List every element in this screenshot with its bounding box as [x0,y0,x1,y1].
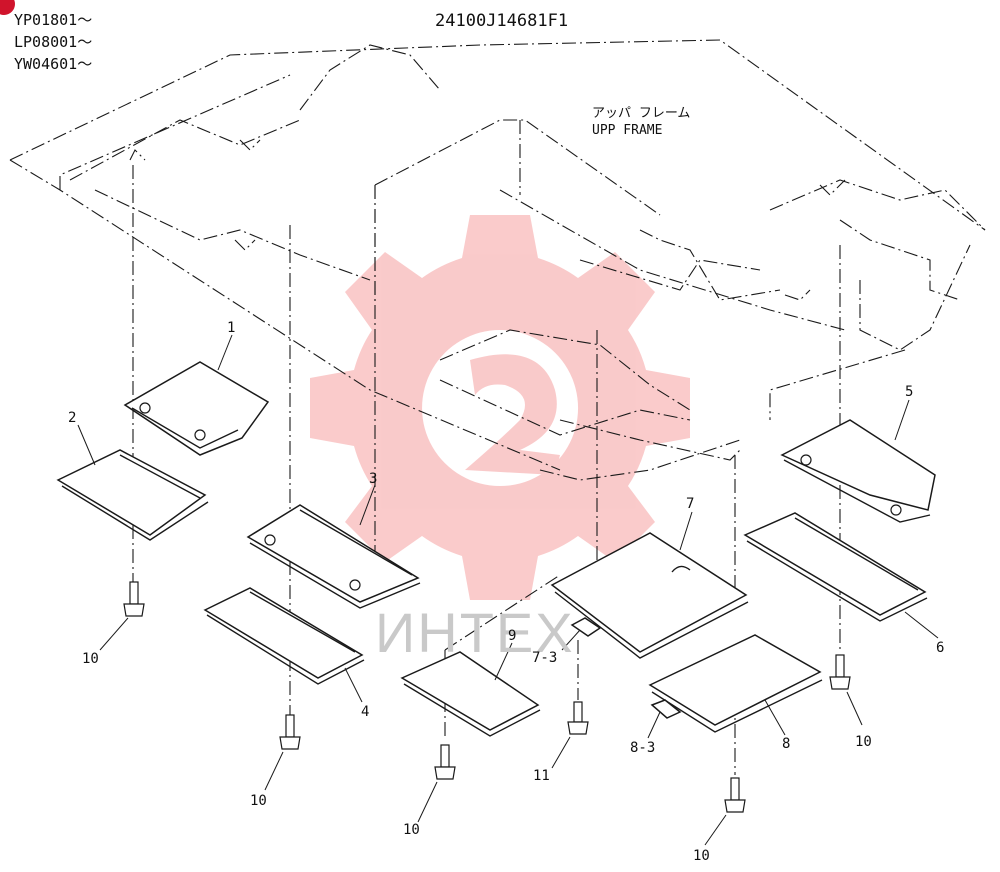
serial-number-2: LP08001～ [14,33,92,51]
callout-10-b: 10 [250,793,267,809]
frame-label-en: UPP FRAME [592,123,662,138]
bolt-10-b [279,714,301,750]
plate-7 [550,532,749,659]
plate-6 [743,512,928,622]
callout-6: 6 [936,640,944,656]
cover-plates [56,361,936,737]
callout-8: 8 [782,736,790,752]
callout-2: 2 [68,410,76,426]
bolts [123,581,851,813]
bolt-10-e [829,654,851,690]
bolt-10-c [434,744,456,780]
serial-number-3: YW04601～ [14,55,92,73]
callout-4: 4 [361,704,369,720]
plate-9 [400,651,541,737]
callout-1: 1 [227,320,235,336]
plate-4 [203,587,365,685]
bolt-11 [567,701,589,735]
serial-number-1: YP01801～ [14,11,92,29]
callout-8-3: 8-3 [630,740,655,756]
callout-11: 11 [533,768,550,784]
bolt-10-a [123,581,145,617]
callout-7-3: 7-3 [532,650,557,666]
callouts: 1 2 3 4 5 6 7 7-3 8 8-3 9 10 10 10 10 10… [68,320,944,864]
leader-lines [77,334,939,846]
frame-label-jp: アッパ フレーム [592,106,690,121]
callout-10-c: 10 [403,822,420,838]
callout-7: 7 [686,496,694,512]
callout-5: 5 [905,384,913,400]
bolt-10-d [724,777,746,813]
corner-badge [0,0,15,15]
callout-10-e: 10 [855,734,872,750]
plate-5 [780,419,936,523]
plate-2 [56,449,209,541]
upper-frame [9,39,986,481]
plate-3 [246,504,421,609]
callout-3: 3 [369,471,377,487]
watermark-text: ИНТЕХ [375,601,575,664]
drawing-number: 24100J14681F1 [435,11,568,31]
plate-8 [648,634,823,733]
watermark-gear-icon [310,215,690,600]
callout-9: 9 [508,628,516,644]
callout-10-a: 10 [82,651,99,667]
plate-1 [123,361,270,456]
callout-10-d: 10 [693,848,710,864]
